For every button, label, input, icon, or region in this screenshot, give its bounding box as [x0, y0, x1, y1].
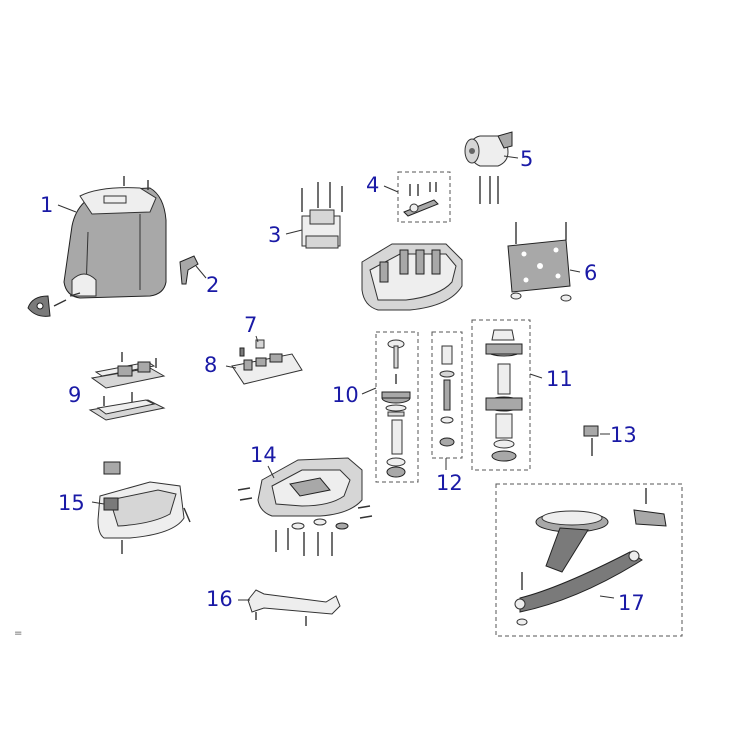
label-9: 9	[68, 383, 81, 407]
label-14: 14	[250, 443, 277, 467]
part-14-base-housing	[237, 457, 373, 556]
label-7: 7	[244, 313, 257, 337]
part-9-electronics-box	[88, 352, 166, 421]
label-15: 15	[58, 491, 85, 515]
part-6-mounting-plate	[507, 222, 581, 302]
part-8-control-board	[225, 335, 303, 385]
label-4: 4	[366, 173, 379, 197]
part-15-lower-cover	[91, 461, 191, 554]
corner-mark: =	[14, 628, 22, 639]
label-17: 17	[618, 591, 645, 615]
part-11-output-gears	[471, 319, 543, 471]
label-10: 10	[332, 383, 359, 407]
part-13-fastener	[583, 425, 610, 456]
label-2: 2	[206, 273, 219, 297]
label-5: 5	[520, 147, 533, 171]
label-3: 3	[268, 223, 281, 247]
part-17-arm-assembly	[495, 483, 683, 637]
part-5-motor	[464, 131, 519, 204]
label-1: 1	[40, 193, 53, 217]
label-11: 11	[546, 367, 573, 391]
label-8: 8	[204, 353, 217, 377]
label-13: 13	[610, 423, 637, 447]
label-12: 12	[436, 471, 463, 495]
part-3-transformer	[285, 182, 343, 249]
label-6: 6	[584, 261, 597, 285]
gearbox-housing	[361, 243, 463, 311]
part-10-shaft-assembly	[361, 331, 419, 483]
part-2-release-lever	[179, 255, 207, 285]
label-16: 16	[206, 587, 233, 611]
part-1-motor-cover	[27, 176, 167, 317]
part-number-labels: 1 2 3 4 5 6 7 8 9 10 11 12 13 14 15 16 1…	[40, 147, 645, 615]
part-4-limit-switch	[383, 171, 451, 223]
part-12-worm-shaft	[431, 331, 463, 470]
part-16-bracket	[238, 589, 341, 626]
